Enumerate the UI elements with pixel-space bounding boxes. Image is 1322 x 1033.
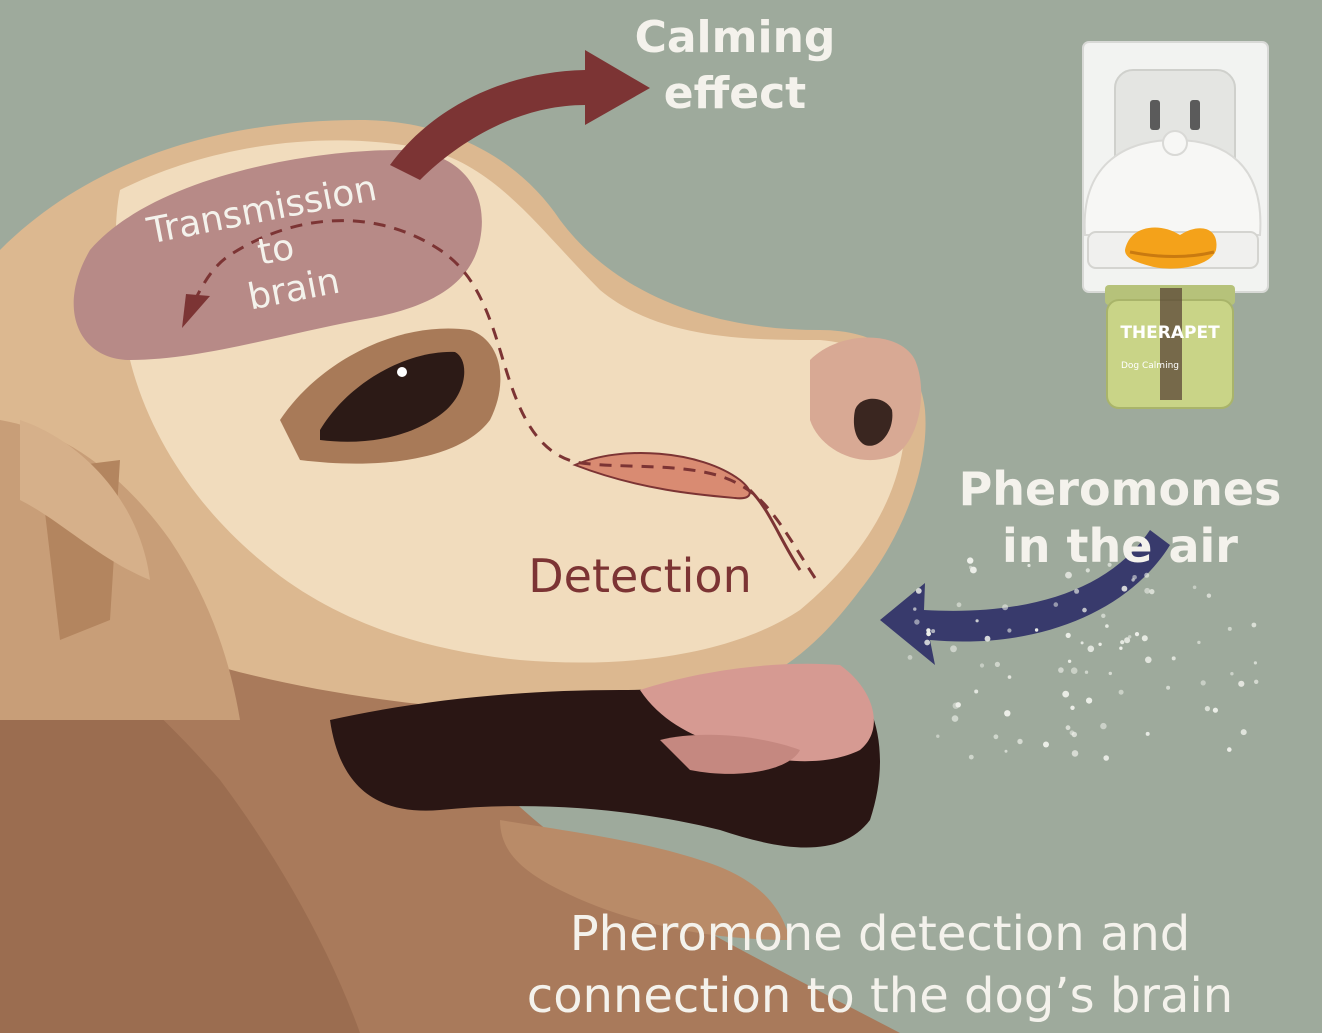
pheromone-particle xyxy=(1131,578,1134,581)
pheromone-particle xyxy=(1008,675,1012,679)
pheromone-particle xyxy=(1068,660,1071,663)
pheromone-particle xyxy=(916,588,922,594)
pheromone-particle xyxy=(1007,628,1011,632)
pheromone-particle xyxy=(1002,604,1008,610)
detection-label: Detection xyxy=(528,549,751,603)
pheromone-particle xyxy=(1070,730,1075,735)
pheromone-particle xyxy=(1230,672,1233,675)
pheromone-particle xyxy=(967,557,973,563)
pheromone-particle xyxy=(1193,586,1197,590)
pheromone-particle xyxy=(1252,623,1257,628)
pheromone-particle xyxy=(1227,747,1232,752)
pheromone-particle xyxy=(1197,641,1200,644)
pheromone-particle xyxy=(1074,589,1079,594)
pheromone-particle xyxy=(1105,624,1109,628)
pheromone-particle xyxy=(926,628,930,632)
pheromone-particle xyxy=(936,735,939,738)
pheromone-particle xyxy=(1100,723,1106,729)
pheromone-particle xyxy=(1119,647,1122,650)
pheromone-particle xyxy=(1144,588,1150,594)
pheromone-particle xyxy=(931,629,935,633)
pheromone-particle xyxy=(1172,656,1176,660)
pheromone-particle xyxy=(1254,661,1257,664)
calming-effect-label-line1: Calming xyxy=(635,12,836,63)
pheromone-particle xyxy=(950,645,957,652)
pheromone-particle xyxy=(914,619,919,624)
pheromone-particle xyxy=(1109,672,1112,675)
pheromone-particle xyxy=(1071,667,1078,674)
pheromone-particle xyxy=(913,607,916,610)
caption-line2: connection to the dog’s brain xyxy=(527,968,1233,1024)
pheromone-particle xyxy=(985,636,991,642)
pheromone-particle xyxy=(1149,589,1154,594)
pheromone-particle xyxy=(1066,725,1071,730)
pheromones-label-line2: in the air xyxy=(1002,519,1238,573)
pheromone-particle xyxy=(974,690,978,694)
pheromone-particle xyxy=(1054,602,1059,607)
pheromone-particle xyxy=(1070,706,1074,710)
pheromone-particle xyxy=(969,755,974,760)
pheromone-particle xyxy=(976,619,979,622)
pheromone-particle xyxy=(1128,635,1131,638)
pheromone-particle xyxy=(1081,641,1084,644)
pheromone-particle xyxy=(1082,608,1087,613)
pheromone-particle xyxy=(956,702,961,707)
pheromone-particle xyxy=(1103,755,1109,761)
pheromone-particle xyxy=(1205,706,1210,711)
pheromone-particle xyxy=(1043,742,1049,748)
caption-line1: Pheromone detection and xyxy=(570,906,1191,962)
pheromone-particle xyxy=(1035,628,1038,631)
pheromone-particle xyxy=(1062,691,1069,698)
pheromone-particle xyxy=(969,566,972,569)
pheromone-particle xyxy=(1201,680,1206,685)
pheromone-particle xyxy=(1120,640,1124,644)
pheromone-particle xyxy=(957,602,962,607)
pheromone-particle xyxy=(1058,667,1064,673)
pheromone-particle xyxy=(1101,614,1105,618)
diffuser-brand: THERAPET xyxy=(1120,323,1220,343)
pheromone-particle xyxy=(1207,594,1211,598)
pheromone-particle xyxy=(1146,732,1150,736)
pheromone-particle xyxy=(1119,690,1124,695)
pheromone-particle xyxy=(1088,646,1095,653)
pheromone-particle xyxy=(1005,750,1008,753)
transmission-label-line2: to xyxy=(254,227,297,274)
pheromone-particle xyxy=(1254,680,1258,684)
pheromone-particle xyxy=(1066,633,1071,638)
pheromone-particle xyxy=(1142,635,1148,641)
pheromones-label-line1: Pheromones xyxy=(959,462,1282,516)
pheromone-particle xyxy=(1228,627,1232,631)
pheromone-particle xyxy=(1072,750,1079,757)
pheromone-particle xyxy=(994,734,999,739)
pheromone-particle xyxy=(1122,586,1128,592)
pheromone-particle xyxy=(1085,671,1088,674)
pheromone-particle xyxy=(1135,632,1139,636)
pheromone-particle xyxy=(1086,698,1092,704)
pheromone-particle xyxy=(908,655,913,660)
diffuser-subtext: Dog Calming xyxy=(1121,361,1179,371)
pheromone-particle xyxy=(924,640,930,646)
calming-effect-label-line2: effect xyxy=(664,68,806,119)
pheromone-particle xyxy=(1144,573,1149,578)
pheromone-particle xyxy=(1241,729,1247,735)
pheromone-particle xyxy=(1213,708,1218,713)
pheromone-particle xyxy=(1017,739,1022,744)
pheromone-particle xyxy=(1145,657,1152,664)
pheromone-particle xyxy=(1166,686,1170,690)
pheromone-particle xyxy=(1238,681,1244,687)
pheromone-particle xyxy=(1004,710,1010,716)
pheromone-particle xyxy=(952,715,959,722)
pheromone-particle xyxy=(980,663,984,667)
pheromone-particle xyxy=(995,662,1000,667)
pheromone-particle xyxy=(1098,643,1101,646)
